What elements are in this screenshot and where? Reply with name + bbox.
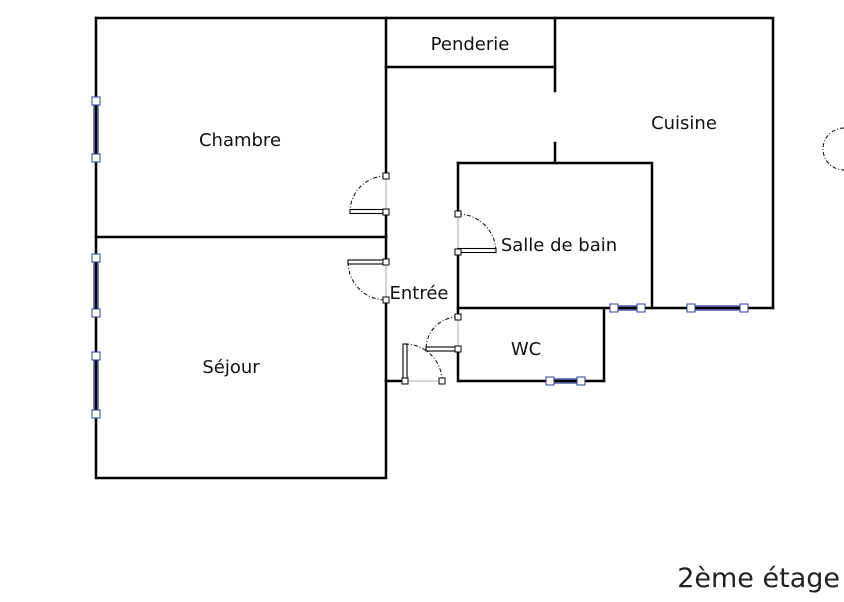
- wall-top-right: [94, 16, 775, 310]
- label-entree: Entrée: [390, 283, 449, 304]
- doors: [347, 172, 497, 385]
- label-wc: WC: [511, 339, 541, 360]
- label-chambre: Chambre: [199, 130, 281, 151]
- windows: [91, 96, 749, 419]
- wall-wc-bottom: [456, 347, 606, 383]
- label-penderie: Penderie: [431, 34, 510, 55]
- room-labels: Penderie Cuisine Chambre Salle de bain E…: [199, 34, 717, 378]
- window-cuisine: [686, 303, 749, 313]
- door-sejour: [347, 258, 390, 304]
- label-sejour: Séjour: [202, 357, 260, 378]
- window-chambre: [91, 96, 101, 163]
- label-salle-de-bain: Salle de bain: [501, 235, 617, 256]
- door-chambre: [349, 172, 390, 216]
- door-entree: [401, 343, 446, 385]
- window-salle-de-bain: [609, 303, 646, 313]
- door-wc: [425, 313, 462, 353]
- walls: [94, 16, 775, 480]
- door-salle-de-bain: [454, 210, 497, 256]
- label-cuisine: Cuisine: [651, 113, 717, 134]
- floor-label: 2ème étage: [677, 563, 840, 594]
- wall-sdb-top-right: [456, 161, 654, 310]
- adjacent-door-arc: [822, 127, 844, 171]
- window-wc: [545, 376, 586, 386]
- window-sejour-lower: [91, 351, 101, 419]
- window-sejour-upper: [91, 253, 101, 318]
- wall-left-bottom: [94, 16, 388, 480]
